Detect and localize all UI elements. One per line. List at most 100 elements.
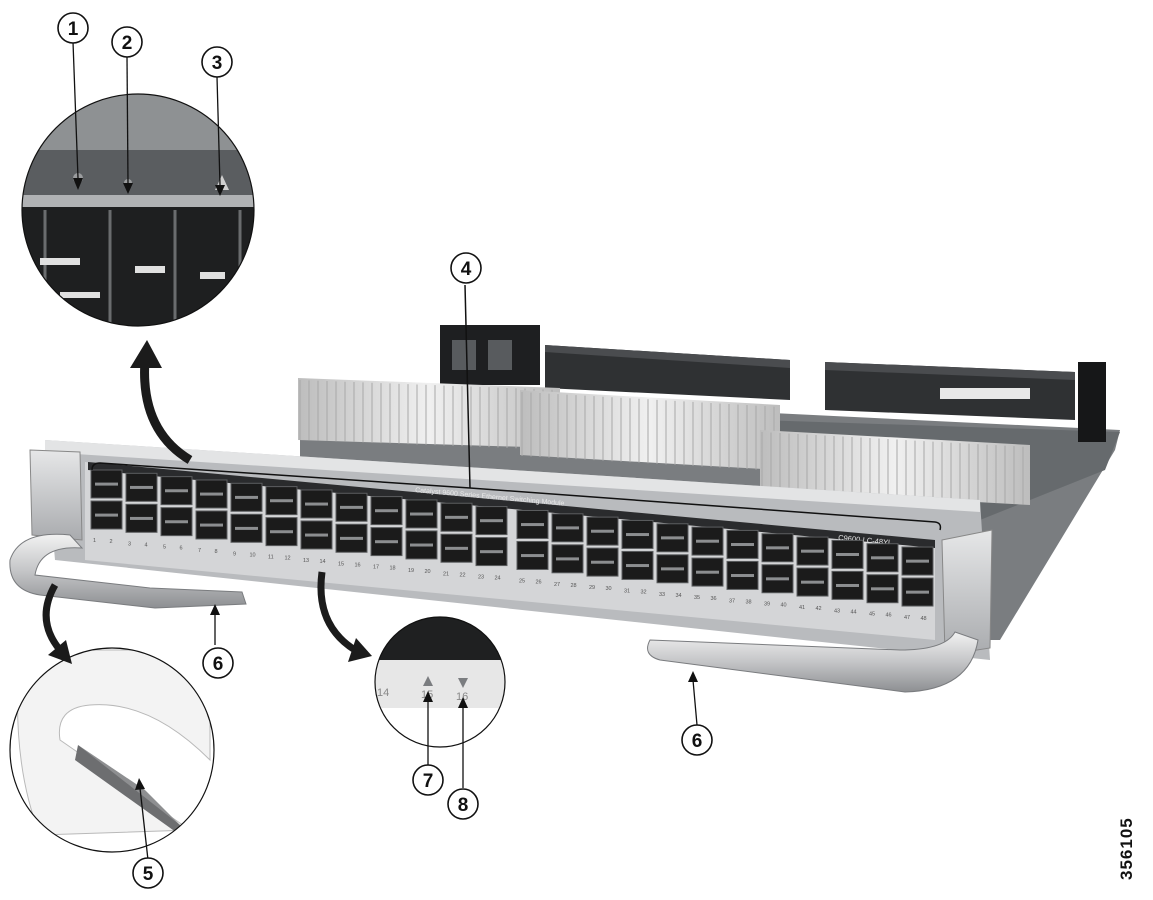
zoom-arrow bbox=[130, 340, 193, 464]
port-number: 36 bbox=[711, 596, 717, 602]
port-number: 33 bbox=[659, 592, 665, 598]
sfp-port[interactable] bbox=[761, 533, 794, 563]
sfp-port[interactable] bbox=[831, 539, 864, 569]
right-ejector-handle bbox=[647, 631, 979, 693]
sfp-port[interactable] bbox=[796, 567, 829, 597]
sfp-port[interactable] bbox=[405, 499, 438, 529]
sfp-port[interactable] bbox=[265, 517, 298, 547]
sfp-port[interactable] bbox=[300, 520, 333, 550]
sfp-port[interactable] bbox=[726, 560, 759, 590]
sfp-port[interactable] bbox=[230, 513, 263, 543]
sfp-port[interactable] bbox=[866, 543, 899, 573]
callout-number: 6 bbox=[692, 731, 703, 752]
port-number: 40 bbox=[781, 603, 787, 609]
port-number: 41 bbox=[799, 605, 805, 611]
callout-number: 4 bbox=[461, 259, 472, 280]
sfp-port[interactable] bbox=[901, 577, 934, 607]
port-number: 47 bbox=[904, 615, 910, 621]
sfp-port[interactable] bbox=[370, 496, 403, 526]
port-number: 34 bbox=[676, 593, 682, 599]
sfp-port[interactable] bbox=[866, 574, 899, 604]
sfp-port[interactable] bbox=[551, 544, 584, 574]
sfp-port[interactable] bbox=[265, 486, 298, 516]
callout-2: 2 bbox=[111, 26, 143, 58]
port-number: 17 bbox=[373, 565, 379, 571]
port-number: 37 bbox=[729, 598, 735, 604]
callout-7: 7 bbox=[412, 764, 444, 796]
callout-number: 8 bbox=[458, 795, 469, 816]
port-number: 25 bbox=[519, 578, 525, 584]
port-number: 21 bbox=[443, 571, 449, 577]
zoom-arrow bbox=[317, 571, 372, 662]
port-number: 42 bbox=[816, 606, 822, 612]
callout-3: 3 bbox=[201, 46, 233, 78]
port-number: 19 bbox=[408, 568, 414, 574]
port-number: 9 bbox=[233, 551, 236, 557]
port-number: 13 bbox=[303, 558, 309, 564]
port-number: 12 bbox=[285, 556, 291, 562]
heatsink bbox=[298, 378, 560, 450]
sfp-port[interactable] bbox=[90, 469, 123, 499]
sfp-port[interactable] bbox=[335, 523, 368, 553]
sfp-port[interactable] bbox=[516, 509, 549, 539]
sfp-port[interactable] bbox=[440, 533, 473, 563]
sfp-port[interactable] bbox=[656, 523, 689, 553]
port-number: 23 bbox=[478, 575, 484, 581]
sfp-port[interactable] bbox=[90, 500, 123, 530]
callout-5: 5 bbox=[132, 857, 164, 889]
port-number: 4 bbox=[145, 542, 148, 548]
sfp-port[interactable] bbox=[831, 570, 864, 600]
zoom-detail-port-leds: 14 15 16 bbox=[374, 616, 506, 748]
port-number: 6 bbox=[180, 546, 183, 552]
sfp-port[interactable] bbox=[586, 547, 619, 577]
sfp-port[interactable] bbox=[691, 526, 724, 556]
callout-1: 1 bbox=[57, 12, 89, 44]
port-number: 7 bbox=[198, 548, 201, 554]
sfp-port[interactable] bbox=[195, 510, 228, 540]
zoom-arrow bbox=[42, 583, 72, 664]
port-down-led-icon bbox=[458, 678, 468, 688]
ejector-bracket bbox=[1078, 362, 1106, 442]
sfp-port[interactable] bbox=[300, 489, 333, 519]
sfp-port[interactable] bbox=[125, 472, 158, 502]
sfp-port-array bbox=[90, 469, 934, 607]
sfp-port[interactable] bbox=[195, 479, 228, 509]
sfp-port[interactable] bbox=[691, 557, 724, 587]
sfp-port[interactable] bbox=[796, 536, 829, 566]
port-number: 29 bbox=[589, 585, 595, 591]
sfp-port[interactable] bbox=[475, 537, 508, 567]
sfp-port[interactable] bbox=[370, 527, 403, 557]
port-number: 43 bbox=[834, 608, 840, 614]
port-number: 46 bbox=[886, 613, 892, 619]
sfp-port[interactable] bbox=[440, 502, 473, 532]
leader-lines bbox=[72, 41, 698, 861]
sfp-port[interactable] bbox=[621, 550, 654, 580]
sfp-port[interactable] bbox=[621, 519, 654, 549]
port-number: 11 bbox=[268, 555, 274, 561]
callout-number: 2 bbox=[122, 33, 133, 54]
port-number: 27 bbox=[554, 582, 560, 588]
port-number: 38 bbox=[746, 599, 752, 605]
sfp-port[interactable] bbox=[516, 540, 549, 570]
sfp-port[interactable] bbox=[586, 516, 619, 546]
callout-6: 6 bbox=[681, 724, 713, 756]
sfp-port[interactable] bbox=[125, 503, 158, 533]
sfp-port[interactable] bbox=[761, 564, 794, 594]
sfp-port[interactable] bbox=[901, 546, 934, 576]
port-number: 31 bbox=[624, 588, 630, 594]
port-number: 24 bbox=[495, 576, 501, 582]
sfp-port[interactable] bbox=[656, 554, 689, 584]
sfp-port[interactable] bbox=[230, 482, 263, 512]
sfp-port[interactable] bbox=[405, 530, 438, 560]
sfp-port[interactable] bbox=[726, 529, 759, 559]
port-number: 18 bbox=[390, 566, 396, 572]
sfp-port[interactable] bbox=[160, 507, 193, 537]
left-ear bbox=[29, 449, 83, 541]
sfp-port[interactable] bbox=[551, 513, 584, 543]
port-number: 26 bbox=[536, 579, 542, 585]
sfp-port[interactable] bbox=[160, 476, 193, 506]
sfp-port[interactable] bbox=[475, 506, 508, 536]
sfp-port[interactable] bbox=[335, 492, 368, 522]
port-up-led-icon bbox=[423, 676, 433, 686]
